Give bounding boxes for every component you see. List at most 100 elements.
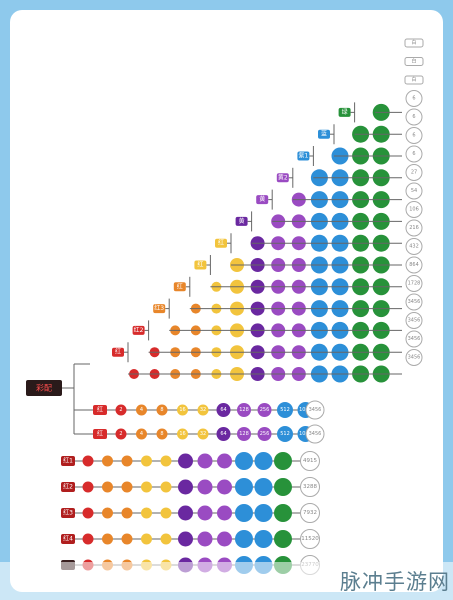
right-col-circle-17	[405, 349, 423, 366]
right-col-box-2	[404, 75, 424, 85]
lower-circle-0-2	[156, 404, 168, 416]
stair-label-6-label: 黄	[239, 217, 245, 225]
bottom-row-label-2	[61, 508, 75, 518]
bottom-row-label-0	[61, 456, 75, 466]
stair-label-3-label: 红	[177, 282, 183, 290]
bottom-circle-0-6	[197, 453, 213, 469]
bottom-row-end-3-text: 11520	[301, 536, 319, 542]
bottom-circle-2-2	[121, 507, 133, 519]
bottom-circle-0-8	[235, 452, 253, 470]
right-col-box-0	[404, 38, 424, 48]
lower-circle-1-0	[115, 428, 127, 440]
lower-circle-0-5	[216, 403, 231, 417]
right-col-circle-4-text: 6	[412, 114, 415, 120]
stair-label-5-label: 红	[218, 239, 224, 247]
right-col-circle-7-text: 27	[411, 170, 417, 176]
right-col-circle-8	[405, 182, 423, 200]
stair-label-10	[318, 129, 330, 139]
right-col-circle-14	[405, 293, 423, 311]
lower-circle-0-1-text: 4	[140, 407, 143, 413]
lower-circle-0-6-text: 128	[239, 407, 249, 413]
bottom-circle-0-5	[178, 453, 193, 469]
right-col-text-2: 白	[411, 76, 416, 83]
lower-row-label-0-label: 红	[97, 406, 103, 414]
bottom-circle-1-5	[178, 479, 193, 495]
lower-row-label-0	[93, 405, 107, 415]
watermark-text: 脉冲手游网	[340, 570, 450, 594]
bottom-circle-3-0	[82, 533, 94, 545]
bottom-circle-1-3	[141, 481, 152, 493]
lower-circle-1-5	[216, 427, 231, 441]
lower-circle-0-4	[197, 404, 209, 416]
right-col-circle-10-text: 216	[409, 225, 419, 231]
bottom-circle-3-1	[102, 533, 113, 545]
right-col-circle-13-text: 1728	[408, 281, 421, 287]
right-col-circle-14-text: 3456	[408, 299, 421, 305]
bottom-row-label-3	[61, 534, 75, 544]
lower-circle-0-4-text: 32	[200, 407, 206, 413]
right-col-circle-5	[405, 127, 423, 144]
watermark-band	[0, 562, 453, 600]
bottom-circle-1-9	[254, 478, 273, 496]
stair-label-9-label: 紫1	[298, 152, 308, 160]
bottom-circle-3-3	[141, 533, 152, 545]
bottom-row-label-1-label: 红2	[63, 483, 73, 491]
bottom-circle-2-10	[274, 504, 292, 522]
lower-circle-1-4	[197, 428, 209, 440]
stair-label-5	[215, 238, 227, 248]
lower-circle-0-6	[237, 403, 251, 417]
bottom-circle-0-3	[141, 455, 152, 467]
bottom-circle-0-0	[82, 455, 94, 467]
lower-circle-1-1	[136, 428, 147, 440]
lower-circle-1-4-text: 32	[200, 431, 206, 437]
lower-circle-0-1	[136, 404, 147, 416]
right-col-circle-15-text: 3456	[408, 318, 421, 324]
bottom-circle-1-7	[217, 479, 232, 495]
bottom-circle-3-9	[254, 530, 273, 548]
right-col-circle-3-text: 6	[412, 96, 415, 102]
right-col-circle-15	[405, 312, 423, 329]
right-col-circle-16-text: 3456	[408, 336, 421, 342]
stair-label-10-label: 蓝	[321, 130, 327, 138]
stair-label-1	[132, 325, 145, 335]
lower-circle-0-0	[115, 404, 127, 416]
lower-circle-1-2	[156, 428, 168, 440]
right-col-circle-13	[405, 275, 423, 292]
stair-label-4-label: 红	[197, 261, 203, 269]
bottom-circle-2-9	[254, 504, 273, 522]
bottom-circle-1-6	[197, 479, 213, 495]
lower-circle-0-8	[277, 402, 293, 418]
stair-label-11-label: 绿	[342, 108, 348, 116]
lower-row-label-1-label: 红	[97, 430, 103, 438]
bottom-circle-3-7	[217, 531, 232, 547]
lower-circle-0-3	[177, 404, 188, 416]
right-col-circle-16	[405, 330, 423, 348]
root-node	[26, 380, 62, 396]
right-col-circle-9-text: 106	[409, 207, 419, 213]
bottom-circle-2-4	[160, 507, 172, 519]
lower-circle-0-0-text: 2	[119, 407, 122, 413]
lower-circle-0-7-text: 256	[260, 407, 270, 413]
lower-circle-1-3-text: 16	[179, 431, 185, 437]
bottom-circle-1-0	[82, 481, 94, 493]
right-col-circle-5-text: 6	[412, 133, 415, 139]
bottom-circle-0-7	[217, 453, 232, 469]
bottom-row-end-2-text: 7932	[303, 510, 317, 516]
lower-circle-1-6-text: 128	[239, 431, 249, 437]
lower-circle-1-7	[257, 427, 272, 441]
bottom-circle-2-8	[235, 504, 253, 522]
bottom-row-end-0	[300, 451, 320, 471]
stair-label-4	[194, 260, 207, 270]
right-col-circle-7	[405, 164, 423, 181]
right-col-circle-9	[405, 201, 423, 218]
right-col-circle-17-text: 3456	[408, 355, 421, 361]
bottom-circle-0-1	[102, 455, 113, 467]
stair-label-3	[173, 282, 186, 292]
stair-label-2-label: 红3	[154, 304, 164, 312]
lower-circle-0-8-text: 512	[280, 407, 290, 413]
bottom-circle-2-3	[141, 507, 152, 519]
lower-circle-1-0-text: 2	[119, 431, 122, 437]
bottom-circle-2-5	[178, 505, 193, 521]
right-col-box-1	[404, 57, 424, 66]
